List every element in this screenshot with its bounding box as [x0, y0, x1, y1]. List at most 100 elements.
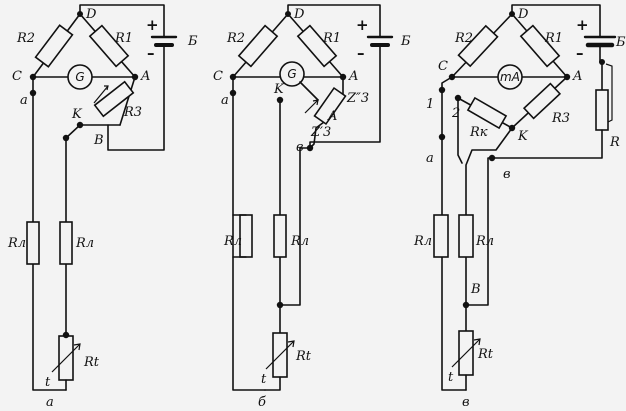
- sensor-arrow-head: [473, 338, 481, 346]
- resistor-r1: [88, 24, 130, 68]
- label-t: t: [261, 372, 267, 387]
- label-d: D: [517, 7, 529, 22]
- wire-a-b: [119, 76, 136, 126]
- label-z3-lower: Z′3: [310, 125, 331, 140]
- line-resistor-left: [26, 221, 40, 265]
- node-a-a: [131, 73, 139, 81]
- wire-battery-top: [287, 4, 381, 37]
- node-c-b: [229, 73, 237, 81]
- galvanometer: [279, 61, 305, 87]
- label-r: R: [609, 135, 620, 150]
- node-r-c: [599, 59, 605, 65]
- rheostat-z3: [313, 86, 347, 126]
- line-resistor-left: [433, 214, 449, 258]
- label-r1: R1: [114, 31, 133, 46]
- label-b: B: [93, 133, 104, 148]
- resistor-r2: [237, 24, 279, 68]
- diagram-c: mA D C A R2 R1 R: [413, 4, 626, 410]
- node-k-c: [508, 124, 516, 132]
- resistor-r2: [457, 24, 499, 68]
- label-t: t: [45, 375, 51, 390]
- label-battery: Б: [400, 34, 411, 49]
- label-rl-right: Rл: [475, 234, 494, 249]
- label-rl-right: Rл: [75, 236, 94, 251]
- terminal-1-c: [438, 86, 446, 94]
- terminal-a-b: [229, 89, 237, 97]
- galvanometer-label: G: [287, 67, 296, 81]
- label-plus: +: [146, 16, 159, 34]
- label-battery: Б: [615, 35, 626, 50]
- wire-battery-bottom: [107, 45, 165, 151]
- resistor-r2: [34, 24, 74, 68]
- resistor-r1: [296, 24, 338, 68]
- galvanometer: [67, 64, 93, 90]
- resistor-r-tap: [605, 63, 613, 123]
- terminal-v-b: [306, 144, 314, 152]
- label-a: A: [572, 69, 582, 84]
- label-plus: +: [576, 16, 589, 34]
- label-rl-left: Rл: [7, 236, 26, 251]
- label-rt: Rt: [295, 349, 312, 364]
- wire-k-line: [465, 127, 513, 306]
- label-rl-left: Rл: [413, 234, 432, 249]
- label-b: B: [470, 282, 481, 297]
- node-k-a: [76, 121, 84, 129]
- rheostat-wiper: [304, 99, 319, 114]
- label-r1: R1: [544, 31, 563, 46]
- wire-battery-top: [79, 4, 165, 37]
- label-r1: R1: [322, 31, 341, 46]
- caption-a: а: [46, 395, 54, 410]
- label-r2: R2: [226, 31, 245, 46]
- wire-v-line: [279, 147, 311, 306]
- wire-sensor-bottom: [264, 376, 281, 391]
- node-sensor-b: [276, 301, 284, 309]
- terminal-a-a: [29, 89, 37, 97]
- label-d: D: [85, 7, 97, 22]
- wire-a-rheostat: [309, 76, 344, 149]
- caption-b: б: [258, 395, 266, 410]
- label-rl-left: Rл: [223, 234, 242, 249]
- node-a-c: [563, 73, 571, 81]
- label-r3: R3: [551, 111, 570, 126]
- sensor-arrow: [51, 343, 81, 373]
- node-d-b: [285, 11, 291, 17]
- sensor-arrow-head: [73, 343, 81, 351]
- node-c-c: [448, 73, 456, 81]
- wire-node2-line: [457, 97, 463, 164]
- sensor-arrow-head: [287, 340, 295, 348]
- label-term-v: в: [296, 140, 304, 155]
- label-k: K: [517, 129, 529, 144]
- label-c: C: [12, 69, 22, 84]
- sensor-arrow: [265, 340, 295, 370]
- diagram-a: G D C A R2 R1 R3 K B a Б + –: [7, 4, 198, 410]
- wire-left-line: [232, 76, 266, 391]
- terminal-v-c: [488, 154, 496, 162]
- label-plus: +: [356, 16, 369, 34]
- line-resistor-right: [59, 221, 73, 265]
- rheostat-r3: [522, 82, 562, 120]
- terminal-2-c: [454, 94, 462, 102]
- node-b-a: [62, 134, 70, 142]
- node-sensor-a: [62, 331, 70, 339]
- label-k: K: [71, 107, 83, 122]
- label-r3: R3: [123, 105, 142, 120]
- node-d-c: [509, 11, 515, 17]
- wire-line-left-link: [232, 214, 247, 258]
- label-rk: Rк: [469, 125, 488, 140]
- sensor-arrow: [451, 338, 481, 368]
- resistor-rk: [466, 96, 508, 130]
- label-term-a: a: [221, 93, 229, 108]
- label-minus: –: [576, 44, 584, 62]
- label-a: A: [140, 69, 150, 84]
- diagram-b: G D C A R2 R1 Z″: [213, 4, 411, 410]
- label-c: C: [213, 69, 223, 84]
- node-d-a: [77, 11, 83, 17]
- label-term-v: в: [503, 167, 511, 182]
- node-k-b: [276, 96, 284, 104]
- label-battery: Б: [187, 34, 198, 49]
- node-c-a: [29, 73, 37, 81]
- milliammeter-label: mA: [500, 70, 520, 84]
- resistor-r1: [519, 24, 561, 68]
